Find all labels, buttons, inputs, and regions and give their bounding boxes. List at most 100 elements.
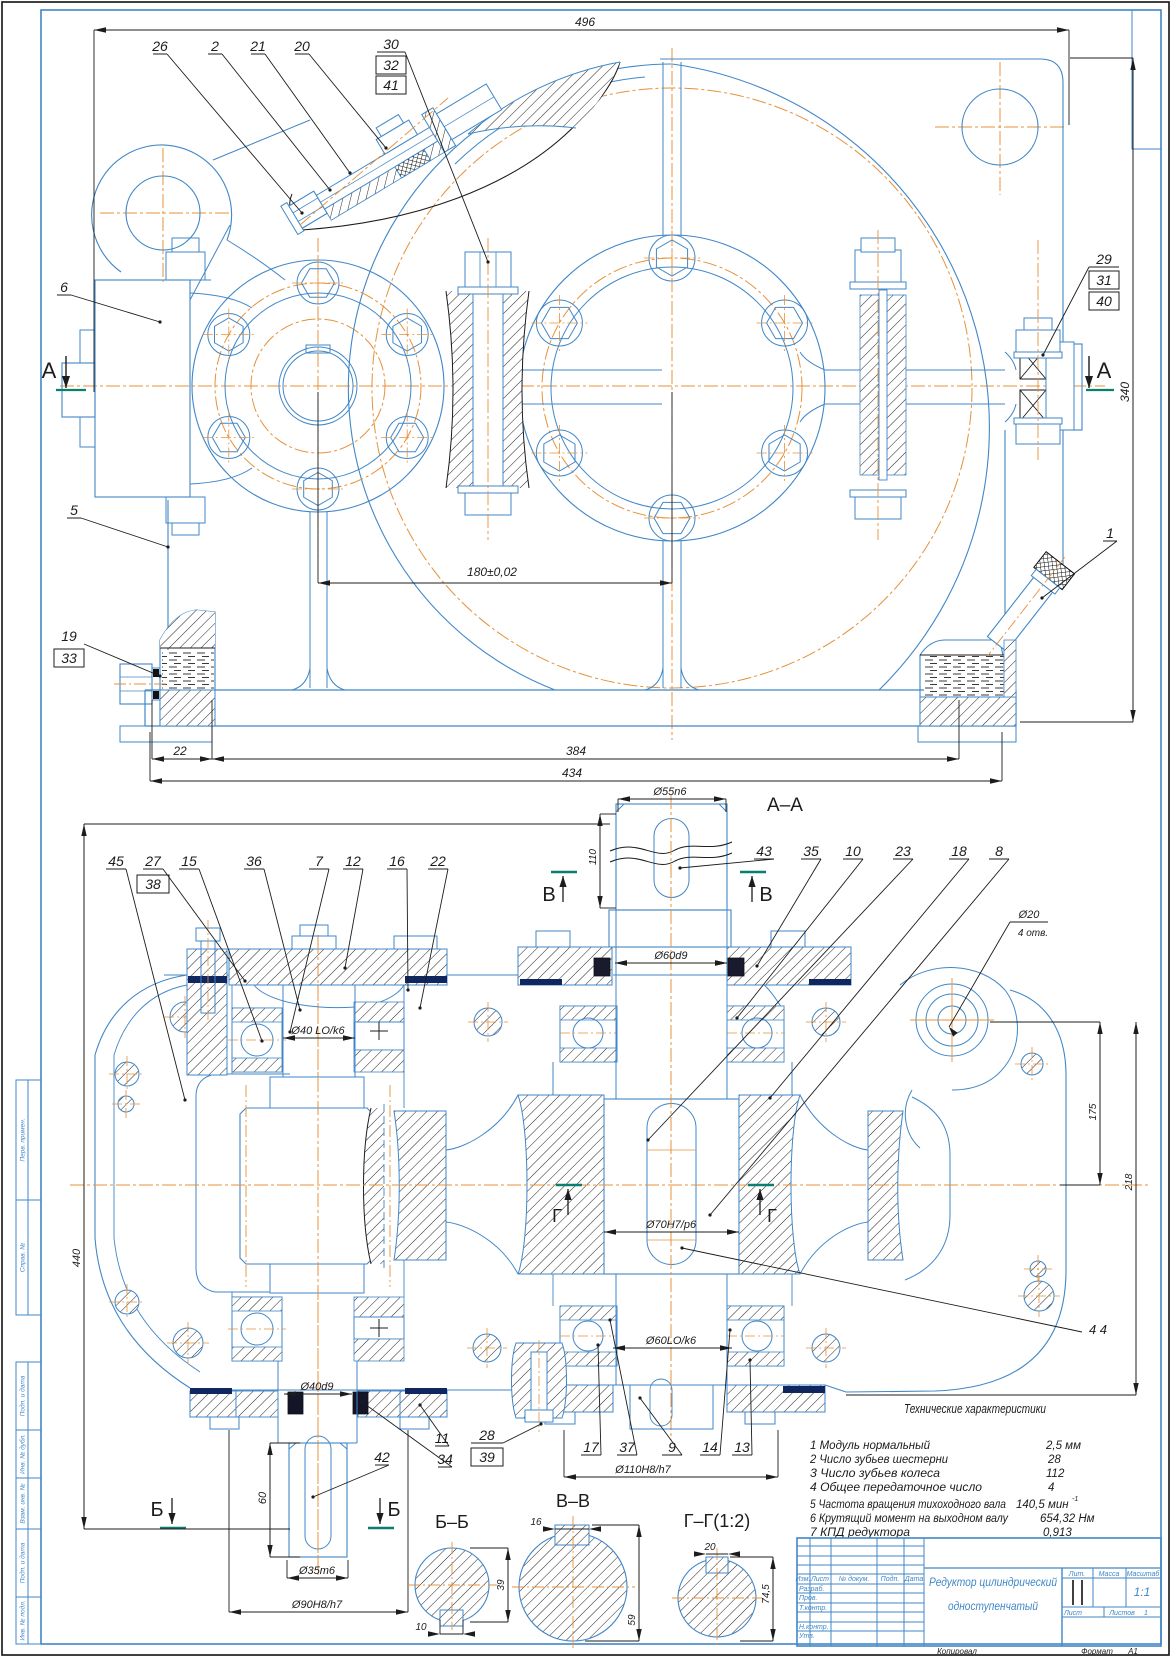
svg-text:32: 32	[383, 57, 399, 73]
svg-text:одноступенчатый: одноступенчатый	[948, 1601, 1039, 1613]
svg-text:Пров.: Пров.	[799, 1595, 818, 1602]
svg-text:Ø55n6: Ø55n6	[652, 786, 687, 798]
svg-text:140,5 мин: 140,5 мин	[1016, 1499, 1069, 1511]
svg-text:Редуктор цилиндрический: Редуктор цилиндрический	[929, 1577, 1058, 1589]
svg-text:Технические характеристики: Технические характеристики	[904, 1402, 1046, 1416]
svg-text:4 Общее передаточное число: 4 Общее передаточное число	[810, 1482, 983, 1494]
svg-text:Б–Б: Б–Б	[435, 1512, 469, 1532]
svg-text:А1: А1	[1127, 1647, 1138, 1656]
svg-text:496: 496	[575, 15, 595, 29]
svg-text:18: 18	[951, 843, 967, 859]
svg-text:В: В	[542, 884, 555, 906]
svg-text:5 Частота вращения тихоходног: 5 Частота вращения тихоходного вала	[810, 1499, 1006, 1511]
svg-text:4: 4	[1048, 1482, 1054, 1494]
svg-text:28: 28	[1047, 1454, 1061, 1466]
svg-text:112: 112	[1046, 1468, 1065, 1480]
svg-text:Лист: Лист	[810, 1576, 829, 1583]
svg-text:34: 34	[437, 1451, 453, 1467]
svg-text:Инв. № дубл.: Инв. № дубл.	[19, 1434, 27, 1474]
svg-text:Ø70H7/p6: Ø70H7/p6	[645, 1219, 697, 1231]
svg-text:26: 26	[151, 38, 168, 54]
svg-text:-1: -1	[1072, 1496, 1078, 1503]
svg-text:Т.контр.: Т.контр.	[799, 1605, 827, 1612]
svg-text:Б: Б	[387, 1499, 400, 1521]
svg-text:1 Модуль нормальный: 1 Модуль нормальный	[810, 1440, 931, 1452]
svg-text:35: 35	[803, 843, 819, 859]
svg-text:30: 30	[383, 36, 399, 52]
svg-text:Г: Г	[767, 1206, 777, 1226]
svg-text:440: 440	[71, 1248, 83, 1267]
svg-text:39: 39	[496, 1579, 507, 1591]
svg-text:10: 10	[415, 1622, 427, 1633]
svg-text:А: А	[1097, 358, 1112, 383]
svg-text:Копировал: Копировал	[937, 1647, 977, 1656]
svg-text:28: 28	[478, 1427, 495, 1443]
svg-text:2: 2	[210, 38, 219, 54]
svg-text:8: 8	[995, 843, 1003, 859]
svg-text:Утв.: Утв.	[798, 1633, 815, 1640]
svg-text:14: 14	[702, 1439, 718, 1455]
svg-text:Лит.: Лит.	[1068, 1571, 1085, 1578]
svg-text:7 КПД редуктора: 7 КПД редуктора	[810, 1527, 910, 1539]
svg-text:Г: Г	[552, 1206, 562, 1226]
svg-text:Подп. и дата: Подп. и дата	[19, 1542, 27, 1583]
svg-text:4 4: 4 4	[1089, 1322, 1107, 1337]
svg-text:Ø60d9: Ø60d9	[653, 950, 687, 962]
svg-text:Б: Б	[150, 1499, 163, 1521]
svg-text:Масса: Масса	[1099, 1571, 1120, 1578]
svg-text:2 Число зубьев шестерни: 2 Число зубьев шестерни	[809, 1454, 949, 1466]
svg-text:1:1: 1:1	[1134, 1585, 1151, 1599]
svg-text:№ докум.: № докум.	[839, 1575, 870, 1583]
svg-text:59: 59	[627, 1614, 638, 1626]
svg-text:Ø110H8/h7: Ø110H8/h7	[614, 1464, 671, 1476]
svg-text:110: 110	[588, 849, 599, 865]
svg-text:Справ. №: Справ. №	[20, 1243, 27, 1273]
svg-text:В: В	[759, 884, 772, 906]
svg-text:Ø40 LO/k6: Ø40 LO/k6	[290, 1025, 345, 1037]
svg-text:10: 10	[845, 843, 861, 859]
svg-text:Изм.: Изм.	[796, 1576, 811, 1583]
svg-text:Листов: Листов	[1108, 1610, 1135, 1617]
svg-text:Лист: Лист	[1063, 1610, 1082, 1617]
svg-text:38: 38	[145, 876, 161, 892]
svg-text:Формат: Формат	[1081, 1647, 1113, 1656]
svg-text:20: 20	[703, 1542, 716, 1553]
svg-text:Дата: Дата	[904, 1576, 924, 1583]
svg-text:180±0,02: 180±0,02	[467, 565, 517, 579]
svg-text:Разраб.: Разраб.	[799, 1585, 824, 1593]
svg-text:39: 39	[479, 1449, 495, 1465]
svg-text:37: 37	[619, 1439, 636, 1455]
svg-text:218: 218	[1124, 1173, 1135, 1191]
svg-text:43: 43	[756, 843, 772, 859]
svg-text:Ø60LO/k6: Ø60LO/k6	[645, 1335, 697, 1347]
svg-text:40: 40	[1096, 293, 1112, 309]
svg-text:Инв. № подл.: Инв. № подл.	[19, 1600, 27, 1641]
svg-text:16: 16	[530, 1517, 542, 1528]
svg-text:1: 1	[1144, 1610, 1148, 1617]
svg-text:Взам. инв. №: Взам. инв. №	[20, 1483, 27, 1523]
svg-text:А: А	[42, 358, 57, 383]
svg-text:17: 17	[583, 1439, 600, 1455]
svg-text:12: 12	[345, 853, 361, 869]
svg-text:Г–Г(1:2): Г–Г(1:2)	[684, 1511, 751, 1531]
svg-text:7: 7	[315, 853, 324, 869]
svg-text:3 Число зубьев колеса: 3 Число зубьев колеса	[810, 1468, 940, 1480]
svg-text:16: 16	[389, 853, 405, 869]
svg-text:31: 31	[1096, 272, 1112, 288]
svg-text:20: 20	[293, 38, 310, 54]
svg-text:Ø20: Ø20	[1018, 909, 1041, 921]
svg-text:1: 1	[1106, 525, 1114, 541]
svg-text:15: 15	[181, 853, 197, 869]
svg-text:60: 60	[257, 1491, 269, 1504]
svg-text:В–В: В–В	[556, 1491, 590, 1511]
svg-text:Ø40d9: Ø40d9	[299, 1381, 333, 1393]
svg-text:Перв. примен.: Перв. примен.	[20, 1118, 27, 1161]
svg-text:Ø35m6: Ø35m6	[298, 1565, 336, 1577]
svg-text:6: 6	[60, 279, 68, 295]
svg-text:4 отв.: 4 отв.	[1018, 928, 1048, 939]
svg-text:22: 22	[429, 853, 446, 869]
svg-text:74,5: 74,5	[761, 1584, 772, 1604]
svg-text:175: 175	[1088, 1103, 1099, 1120]
svg-text:А–А: А–А	[767, 795, 803, 816]
svg-text:Подп. и дата: Подп. и дата	[19, 1375, 27, 1416]
